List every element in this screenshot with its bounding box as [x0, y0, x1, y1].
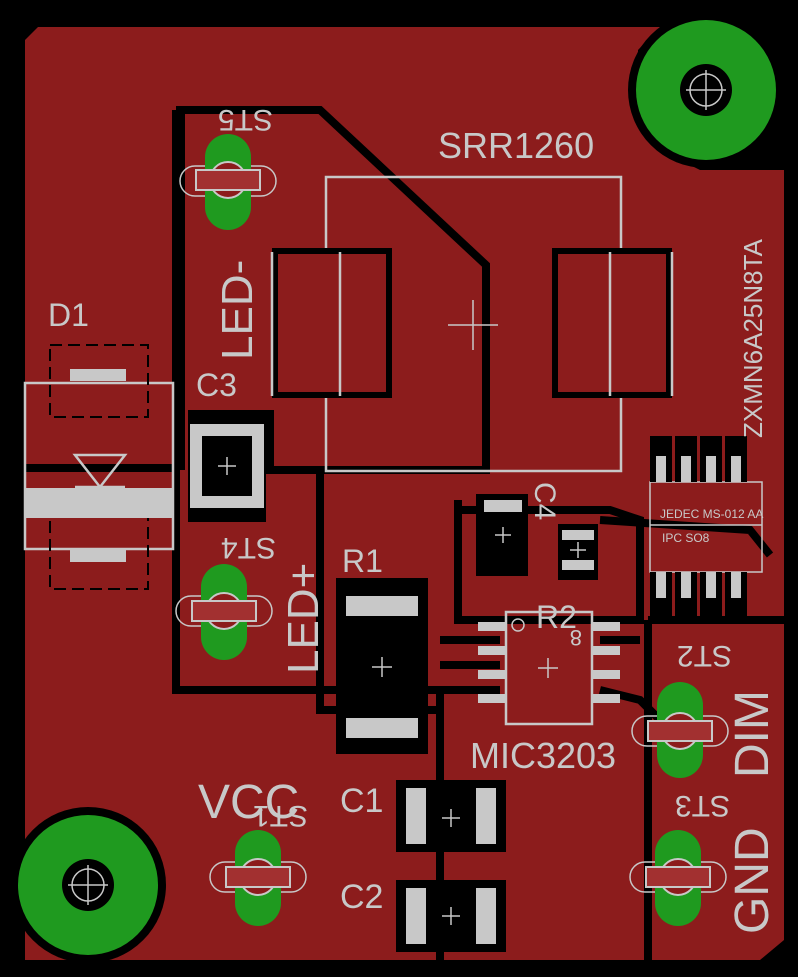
label-srr1260: SRR1260 [438, 125, 594, 166]
label-dim: DIM [726, 690, 779, 778]
label-pin8: 8 [570, 625, 582, 650]
mounting-hole-bottom-left [10, 807, 166, 963]
capacitor-c2 [396, 880, 506, 952]
label-st2: ST2 [677, 639, 732, 672]
testpoint-st2[interactable] [631, 682, 729, 778]
inductor-srr1260 [270, 175, 674, 473]
label-c4: C4 [528, 482, 561, 520]
label-ipc: IPC SO8 [662, 531, 710, 545]
label-c2: C2 [340, 878, 383, 916]
label-st1: ST1 [253, 799, 308, 832]
label-led-plus: LED+ [279, 563, 328, 674]
label-zxmn6a25n8ta: ZXMN6A25N8TA [738, 238, 768, 438]
label-gnd: GND [726, 827, 779, 934]
capacitor-c1 [396, 780, 506, 852]
label-r2: R2 [536, 599, 577, 635]
label-c1: C1 [340, 782, 383, 820]
testpoint-st5[interactable] [179, 134, 277, 230]
label-jedec: JEDEC MS-012 AA [660, 507, 763, 521]
diode-d1 [23, 344, 175, 590]
testpoint-st3[interactable] [629, 830, 727, 926]
label-vcc: VCC [198, 776, 299, 829]
label-c3: C3 [196, 367, 237, 403]
mosfet-zxmn6a25n8ta [649, 436, 763, 618]
ic-mic3203 [478, 610, 620, 726]
resistor-r1 [336, 578, 428, 754]
testpoint-st1[interactable] [209, 830, 307, 926]
label-r1: R1 [342, 543, 383, 579]
label-st3: ST3 [675, 789, 730, 822]
label-led-minus: LED- [213, 260, 262, 360]
label-st5: ST5 [218, 103, 273, 136]
mounting-hole-top-right [628, 12, 784, 168]
testpoint-st4[interactable] [175, 564, 273, 660]
label-mic3203: MIC3203 [470, 735, 616, 776]
label-d1: D1 [48, 297, 89, 333]
capacitor-c3 [188, 410, 266, 522]
label-st4: ST4 [221, 531, 276, 564]
capacitor-c4 [476, 494, 598, 580]
